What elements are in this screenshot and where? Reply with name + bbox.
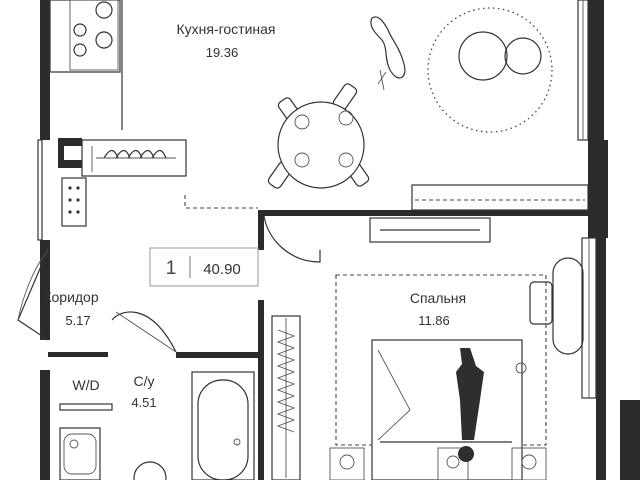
- bathtub-icon: [191, 371, 255, 480]
- bathroom-area: 4.51: [131, 395, 156, 410]
- bedroom-name: Спальня: [410, 290, 466, 306]
- round-rug-icon: [427, 7, 553, 133]
- kitchen-counter: [49, 0, 121, 73]
- bathroom-door-leaf: [115, 311, 177, 353]
- bedroom-area: 11.86: [418, 313, 450, 328]
- corridor-area: 5.17: [65, 313, 90, 328]
- kitchen-living-name: Кухня-гостиная: [176, 21, 275, 37]
- plant-icon: [370, 16, 406, 91]
- living-room-boundary: [184, 195, 258, 209]
- sink-icon: [59, 427, 101, 480]
- bedroom-door-icon: [263, 215, 321, 263]
- toilet-icon: [133, 461, 167, 480]
- apartment-badge: [149, 247, 259, 287]
- bed-icon: [329, 339, 547, 480]
- shoe-rack-icon: [61, 177, 87, 227]
- laundry-label: W/D: [72, 377, 99, 393]
- apartment-total-area: 40.90: [203, 261, 241, 278]
- desk-icon: [369, 217, 491, 243]
- wardrobe-icon: [81, 139, 187, 177]
- kitchen-living-area: 19.36: [206, 45, 239, 60]
- corridor-name: Коридор: [43, 289, 99, 305]
- bedroom-wardrobe-icon: [271, 315, 301, 480]
- walls: [40, 0, 640, 480]
- sofa-icon: [411, 184, 589, 211]
- apartment-room-count: 1: [166, 258, 177, 279]
- person-figure-icon: [456, 348, 484, 462]
- windows: [37, 0, 597, 399]
- bathroom-door-icon: [111, 311, 177, 353]
- dining-table-icon: [267, 83, 370, 189]
- bedroom-plant-icon: [515, 362, 527, 374]
- stove-icon: [73, 1, 113, 57]
- armchair-icon: [529, 257, 584, 355]
- bathroom-name: С/у: [134, 373, 155, 389]
- entrance-door-icon: [17, 249, 49, 341]
- shelf-icon: [59, 403, 113, 411]
